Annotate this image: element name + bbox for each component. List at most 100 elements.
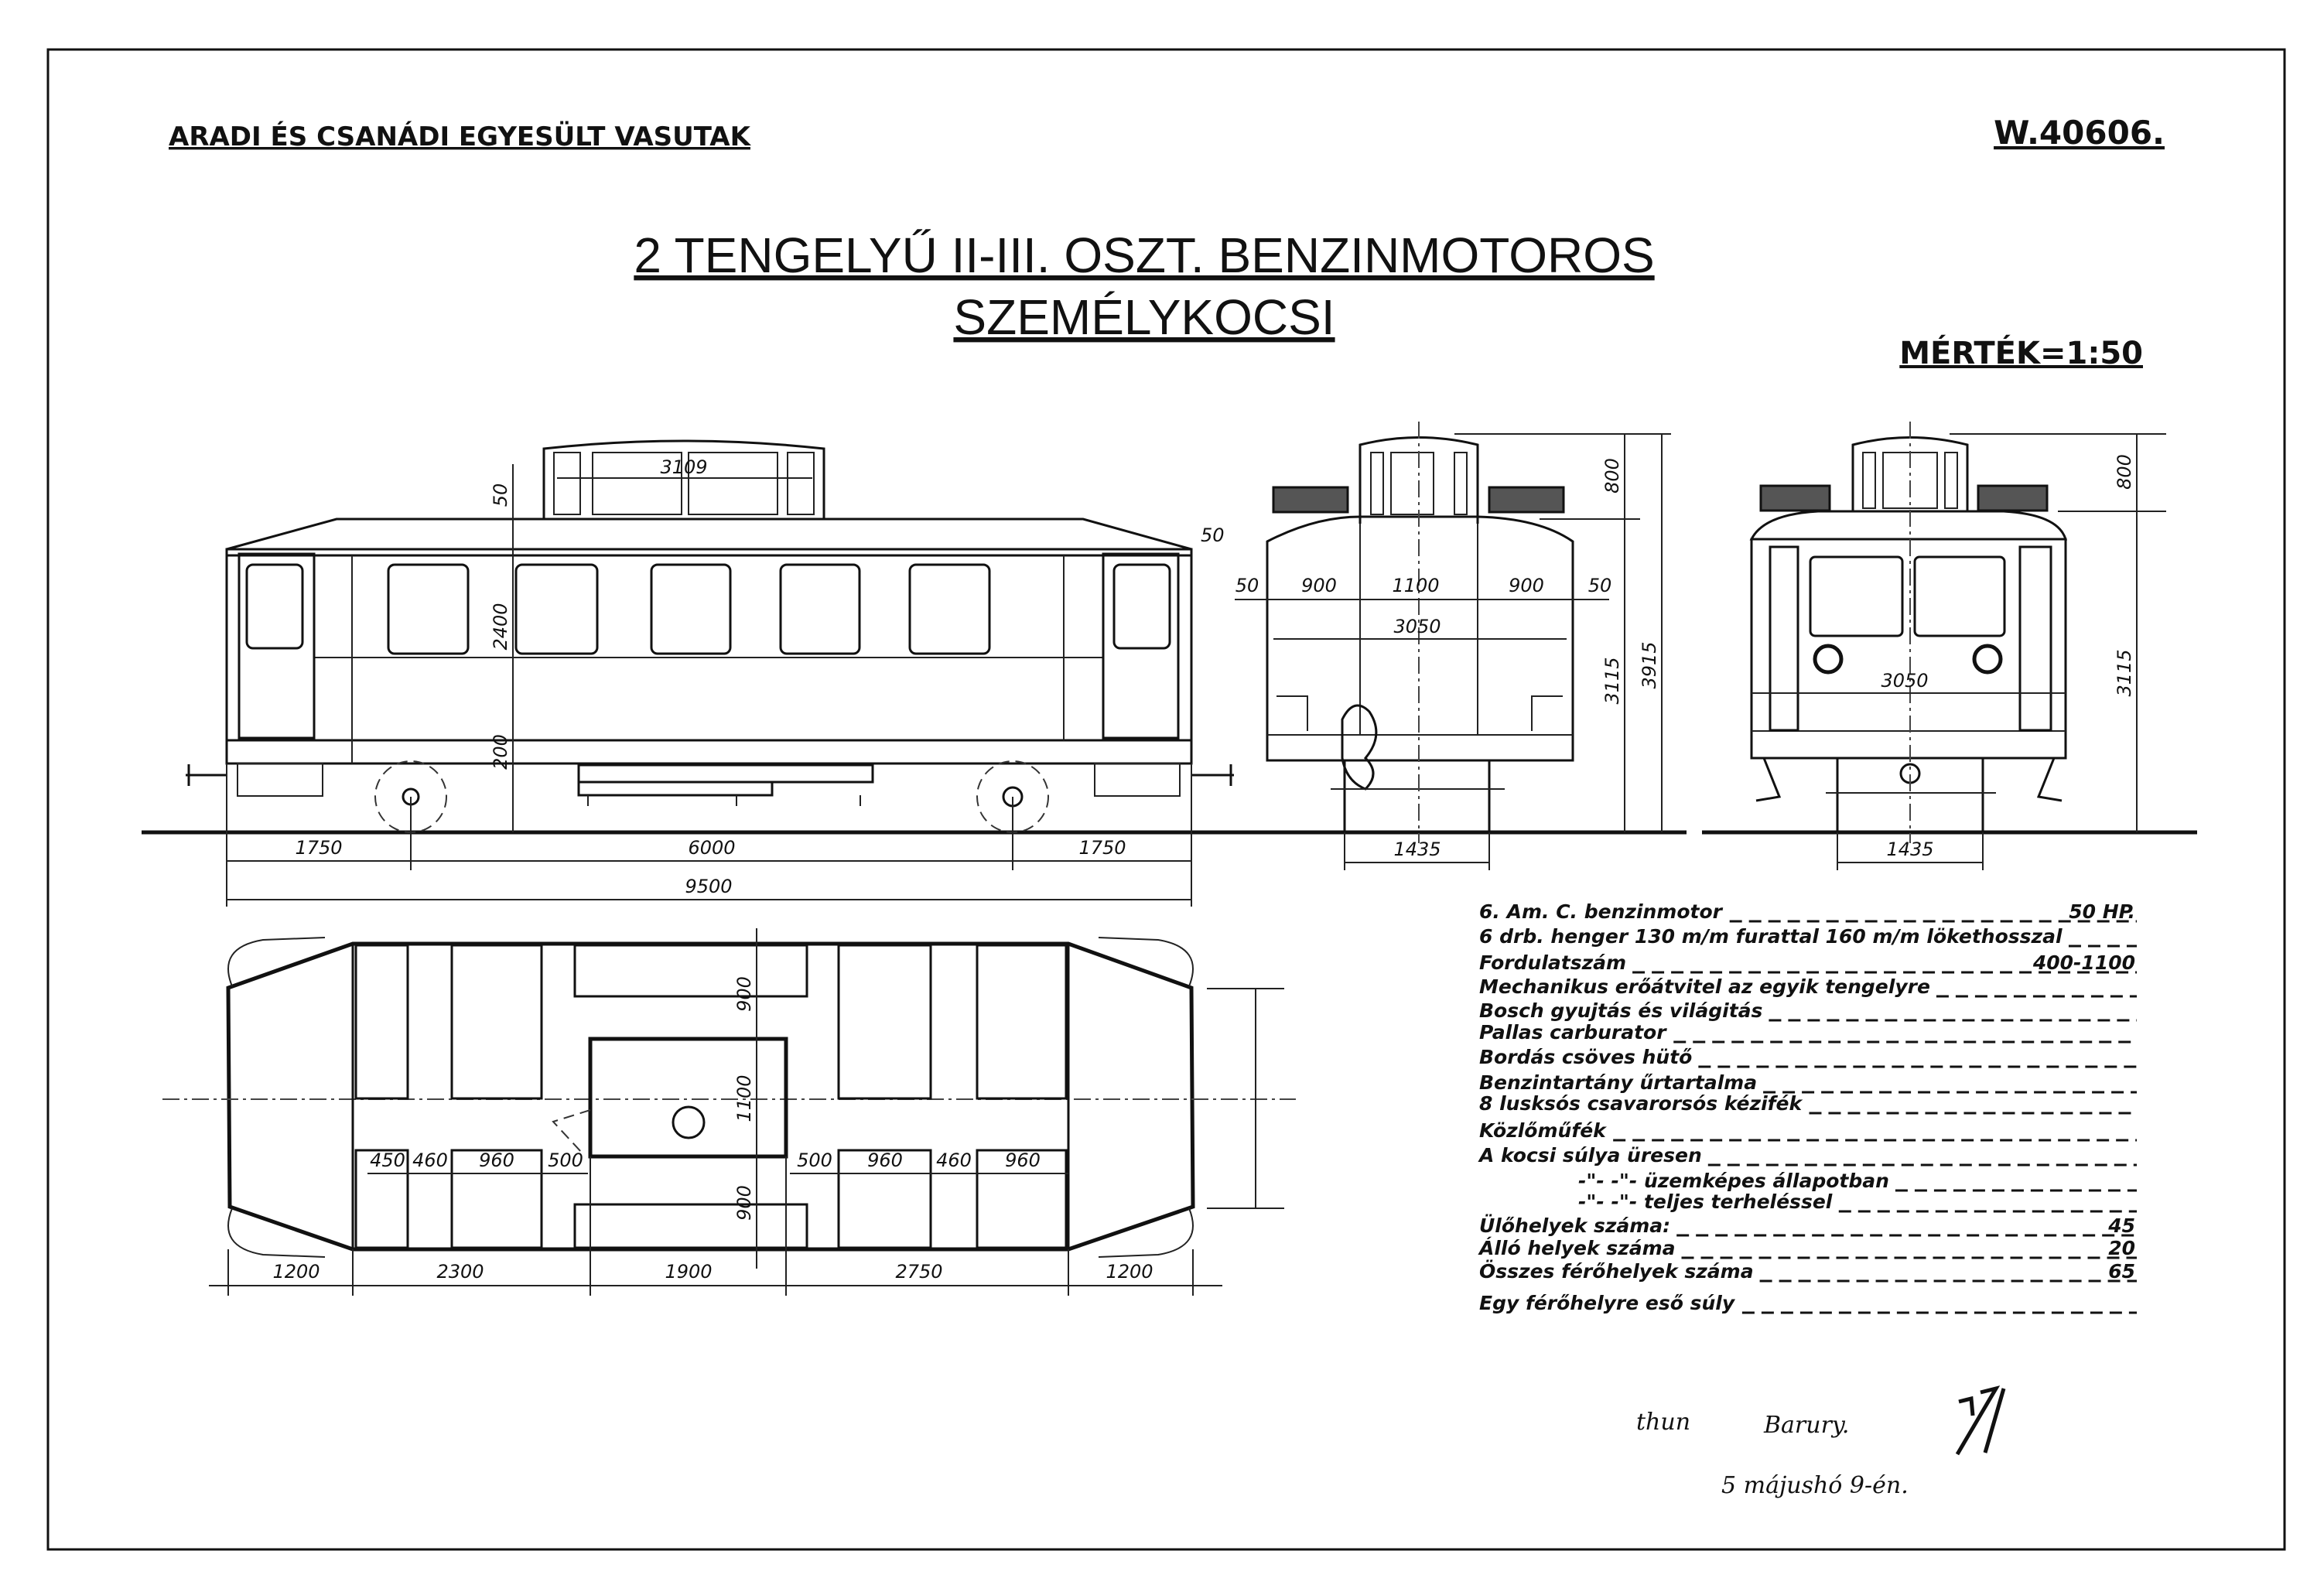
section-total-height-label: 3915 <box>1639 641 1660 688</box>
clerestory-window <box>787 452 815 515</box>
seat-dim-label: 960 <box>1005 1149 1041 1171</box>
seat-dim-label: 460 <box>936 1149 972 1171</box>
front-side-panel <box>2018 545 2052 732</box>
clerestory-width-label: 3109 <box>660 456 707 478</box>
spec-row: Ülőhelyek száma:45 <box>1479 1214 2137 1237</box>
side-elevation-view: 3109 50 2400 200 50 <box>142 439 1259 907</box>
spec-value: 400-1100 <box>2032 951 2135 974</box>
company-name: ARADI ÉS CSANÁDI EGYESÜLT VASUTAK <box>169 121 752 152</box>
scale-label: MÉRTÉK=1:50 <box>1899 334 2143 371</box>
plan-buffers <box>227 937 1194 1258</box>
spec-label: Közlőműfék <box>1479 1119 1607 1142</box>
clerestory-window <box>553 452 581 515</box>
seat <box>837 944 932 1100</box>
overhang-left-label: 1750 <box>295 837 342 859</box>
overhang-right-label: 1750 <box>1078 837 1126 859</box>
signatures: thun Barury. 5 májushó 9-én. <box>1636 1385 2006 1499</box>
frame-height-label: 200 <box>490 734 511 770</box>
drawing-title-line2: SZEMÉLYKOCSI <box>953 289 1335 345</box>
clerestory-window <box>592 452 682 515</box>
section-interior <box>1267 524 1573 736</box>
seat <box>450 944 543 1100</box>
running-gear <box>1331 760 1505 832</box>
lantern-window <box>1390 452 1434 515</box>
seat <box>837 1149 932 1249</box>
seat-dim-label: 960 <box>867 1149 903 1171</box>
door-swing <box>552 1109 591 1153</box>
spec-row: Pallas carburator <box>1479 1021 2137 1044</box>
front-window-left <box>1809 555 1904 637</box>
step-left <box>237 763 323 797</box>
spec-row: Benzintartány űrtartalma <box>1479 1071 2137 1094</box>
step-right <box>1094 763 1181 797</box>
seat <box>354 944 409 1100</box>
spec-label: Bosch gyujtás és világitás <box>1479 999 1762 1022</box>
body-height-label: 2400 <box>490 603 511 650</box>
door-window <box>1112 563 1171 650</box>
floor-plan-view: 450 460 960 500 500 960 460 960 900 1100… <box>162 928 1296 1296</box>
seat-dim-label: 960 <box>479 1149 514 1171</box>
spec-label: -"- -"- üzemképes állapotban <box>1578 1170 1889 1192</box>
front-gauge-label: 1435 <box>1886 839 1933 860</box>
gauge-dimension <box>1344 832 1490 870</box>
section-width-label: 50 <box>1588 575 1612 596</box>
clerestory <box>542 439 825 519</box>
section-body <box>1266 515 1574 762</box>
engine-frame <box>577 781 774 797</box>
signature-2: Barury. <box>1763 1412 1849 1439</box>
side-window <box>514 563 599 655</box>
steering-wheel <box>672 1105 706 1139</box>
seat-dim-label: 500 <box>797 1149 832 1171</box>
buffer-right <box>1191 764 1234 786</box>
section-inner-width-label: 3050 <box>1393 616 1441 637</box>
radiator-left <box>1759 484 1831 512</box>
spec-row: -"- -"- teljes terheléssel <box>1578 1190 2137 1213</box>
section-width-label: 900 <box>1301 575 1337 596</box>
roof-height-label: 50 <box>490 483 511 507</box>
door-window <box>245 563 304 650</box>
section-body-height-label: 3115 <box>1601 657 1623 704</box>
gauge-dimension <box>1837 832 1984 870</box>
plan-width-label: 900 <box>733 1185 755 1221</box>
spec-label: Ülőhelyek száma: <box>1479 1214 1670 1237</box>
spec-label: 8 lusksós csavarorsós kézifék <box>1479 1092 1803 1115</box>
spec-row: Mechanikus erőátvitel az egyik tengelyre <box>1479 975 2137 998</box>
side-window <box>650 563 732 655</box>
headlamp-left <box>1813 644 1844 675</box>
drawing-title-line1: 2 TENGELYŰ II-III. OSZT. BENZINMOTOROS <box>634 227 1654 283</box>
section-width-label: 1100 <box>1392 575 1439 596</box>
bench <box>573 1203 808 1249</box>
plan-length-label: 1200 <box>272 1261 320 1283</box>
spec-value: 20 <box>2108 1237 2135 1259</box>
buffer-left <box>186 764 227 786</box>
lantern-window <box>1862 452 1876 509</box>
spec-row: Közlőműfék <box>1479 1119 2137 1142</box>
wheelbase-label: 6000 <box>688 837 735 859</box>
spec-row: 6 drb. henger 130 m/m furattal 160 m/m l… <box>1479 925 2137 948</box>
spec-label: Mechanikus erőátvitel az egyik tengelyre <box>1479 975 1930 998</box>
headlamp-right <box>1972 644 2003 675</box>
side-offset-label: 50 <box>1201 524 1225 546</box>
seat <box>354 1149 409 1249</box>
spec-row: Egy férőhelyre eső súly <box>1479 1292 2137 1314</box>
dimension-extension-lines <box>1950 433 2166 832</box>
section-lantern-height-label: 800 <box>1601 458 1623 494</box>
spec-row: A kocsi súlya üresen <box>1478 1144 2137 1167</box>
spec-label: Benzintartány űrtartalma <box>1479 1071 1757 1094</box>
side-window <box>908 563 991 655</box>
seat <box>976 944 1068 1100</box>
engine-compartment <box>588 1037 788 1159</box>
front-lantern-height-label: 800 <box>2114 454 2135 490</box>
plan-length-label: 2300 <box>436 1261 484 1283</box>
dimension-extension-lines <box>226 763 1192 907</box>
signature-1: thun <box>1636 1409 1690 1436</box>
section-width-label: 900 <box>1509 575 1544 596</box>
spec-row: -"- -"- üzemképes állapotban <box>1578 1170 2137 1192</box>
door-right <box>1102 552 1180 740</box>
front-side-panel <box>1769 545 1799 732</box>
lantern-window <box>1944 452 1958 509</box>
front-body <box>1750 538 2067 760</box>
